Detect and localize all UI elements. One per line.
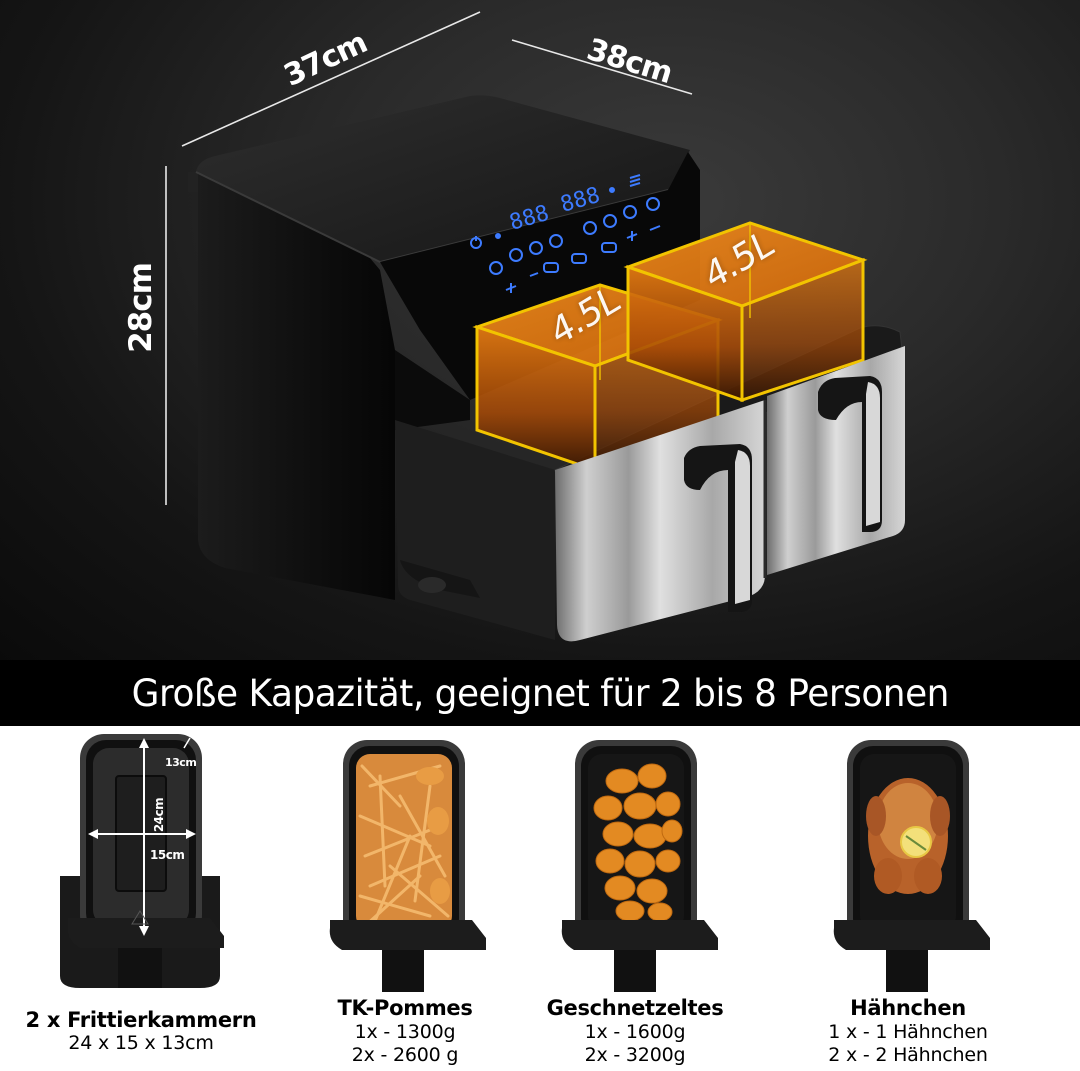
feature-fries: TK-Pommes 1x - 1300g 2x - 2600 g [290, 726, 560, 1071]
feature-title: Geschnetzeltes [546, 996, 724, 1020]
basket-fries-icon [329, 740, 486, 992]
feature-title: 2 x Frittierkammern [25, 1008, 257, 1032]
depth-dimension-line [511, 39, 693, 95]
feature-line: 1x - 1600g [584, 1021, 686, 1043]
feature-chambers: 13cm 24cm 15cm 2 x Frittierkammern 24 x … [20, 726, 290, 1071]
feature-line: 2x - 3200g [584, 1044, 686, 1066]
product-hero: 888 888 [0, 0, 1080, 668]
feature-line: 24 x 15 x 13cm [68, 1032, 214, 1054]
feature-line: 1x - 1300g [354, 1021, 456, 1043]
basket-length-label: 24cm [152, 797, 167, 833]
drawer-handle-left[interactable] [684, 444, 752, 612]
basket-chicken-icon [833, 740, 990, 992]
capacity-banner: Große Kapazität, geeignet für 2 bis 8 Pe… [0, 660, 1080, 726]
drawer-handle-right[interactable] [818, 376, 882, 532]
feature-title: TK-Pommes [337, 996, 473, 1020]
air-fryer-illustration: 888 888 [165, 11, 905, 642]
feature-nuggets: Geschnetzeltes 1x - 1600g 2x - 3200g [547, 726, 830, 1071]
basket-height-label: 13cm [165, 756, 197, 769]
height-dimension-label: 28cm [122, 263, 159, 353]
volume-box-2 [623, 221, 868, 403]
width-dimension-line [181, 11, 481, 147]
basket-width-label: 15cm [150, 848, 185, 862]
feature-line: 2x - 2600 g [351, 1044, 459, 1066]
capacity-banner-text: Große Kapazität, geeignet für 2 bis 8 Pe… [131, 671, 949, 715]
basket-empty-icon [60, 734, 224, 988]
basket-nuggets-icon [561, 740, 718, 992]
feature-title: Hähnchen [850, 996, 966, 1020]
feature-line: 2 x - 2 Hähnchen [828, 1044, 988, 1066]
feature-grid: 13cm 24cm 15cm 2 x Frittierkammern 24 x … [0, 726, 1080, 1071]
feature-line: 1 x - 1 Hähnchen [828, 1021, 988, 1043]
feature-chicken: Hähnchen 1 x - 1 Hähnchen 2 x - 2 Hähnch… [828, 726, 1080, 1071]
